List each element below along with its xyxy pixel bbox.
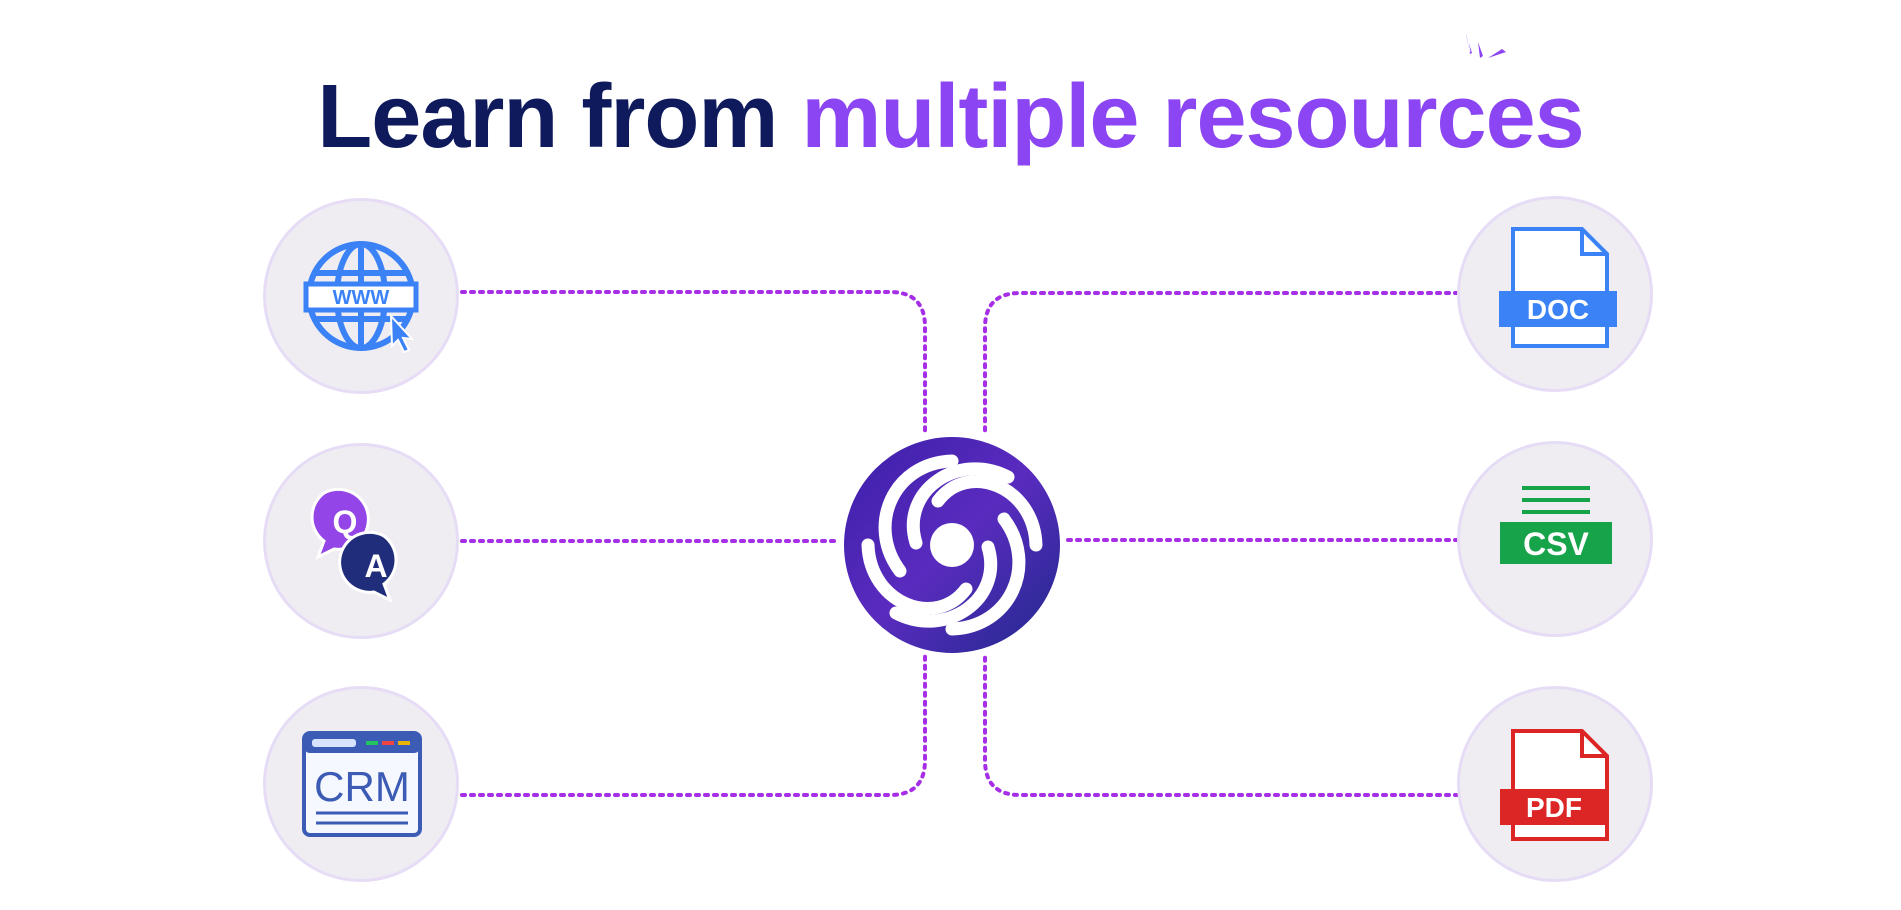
svg-text:WWW: WWW <box>333 287 390 309</box>
connector-crm <box>460 653 927 797</box>
page-title: Learn from multiple resources <box>0 62 1901 172</box>
svg-text:CSV: CSV <box>1523 526 1589 562</box>
source-csv: CSV <box>1457 441 1653 637</box>
connector-pdf <box>983 653 1460 797</box>
svg-text:PDF: PDF <box>1526 792 1582 823</box>
source-doc: DOC <box>1457 196 1653 392</box>
connector-doc <box>983 291 1460 434</box>
doc-file-icon: DOC <box>1499 227 1617 348</box>
swirl-logo-icon <box>844 437 1060 653</box>
source-crm: CRM <box>263 686 459 882</box>
title-part-1: Learn from <box>317 67 778 167</box>
csv-file-icon: CSV <box>1500 486 1612 564</box>
qa-chat-icon: Q A <box>310 487 398 604</box>
globe-www-icon: WWW <box>303 241 419 354</box>
svg-text:CRM: CRM <box>314 763 410 810</box>
source-qa: Q A <box>263 443 459 639</box>
title-part-2: multiple resources <box>801 67 1584 167</box>
svg-text:A: A <box>364 548 387 584</box>
source-website: WWW <box>263 198 459 394</box>
source-pdf: PDF <box>1457 686 1653 882</box>
svg-text:DOC: DOC <box>1527 294 1589 325</box>
pdf-file-icon: PDF <box>1500 729 1609 841</box>
crm-window-icon: CRM <box>302 731 422 837</box>
connector-www <box>460 290 927 434</box>
sparkle-icon <box>1466 34 1506 58</box>
svg-text:Q: Q <box>333 504 358 540</box>
